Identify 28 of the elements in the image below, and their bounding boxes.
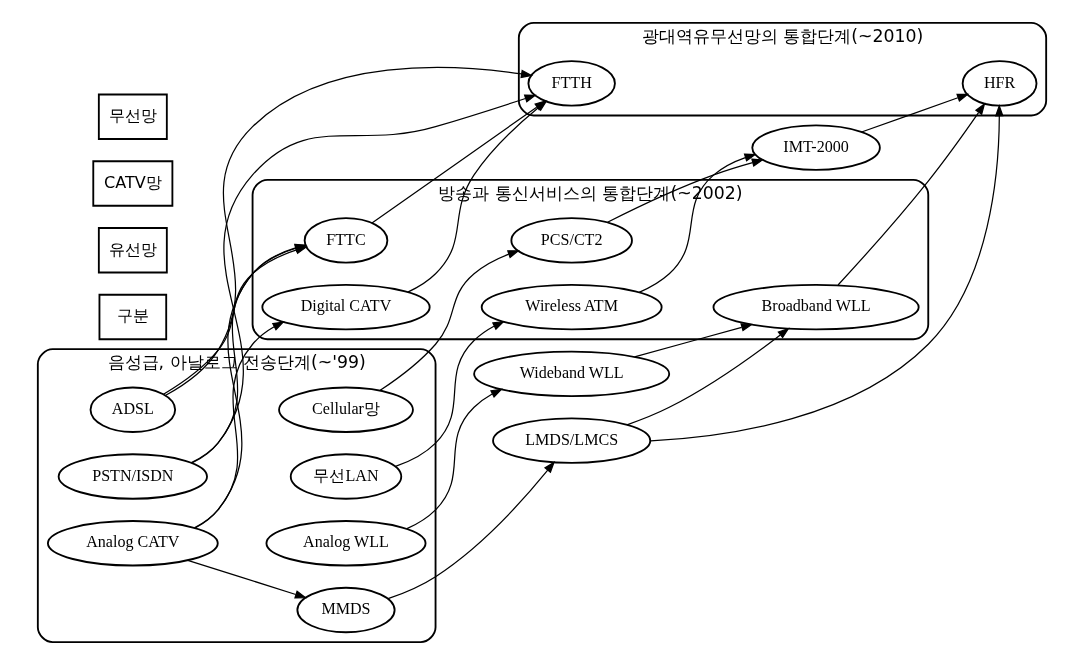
arrow bbox=[650, 104, 1004, 442]
arrow bbox=[164, 66, 534, 397]
node-box: 구분 bbox=[98, 293, 168, 341]
arrow bbox=[191, 94, 537, 464]
node-ellipse: Analog CATV bbox=[46, 520, 219, 567]
arrow bbox=[187, 559, 308, 599]
arrow bbox=[193, 321, 285, 529]
node-ellipse: HFR bbox=[961, 60, 1038, 107]
node-ellipse: Analog WLL bbox=[265, 520, 427, 567]
node-ellipse: FTTH bbox=[527, 60, 616, 107]
arrow bbox=[387, 460, 556, 600]
arrow bbox=[626, 327, 790, 426]
arrow bbox=[379, 250, 521, 391]
arrow bbox=[606, 158, 765, 223]
node-box: 유선망 bbox=[97, 227, 168, 274]
node-box: CATV망 bbox=[92, 160, 174, 207]
arrow bbox=[394, 320, 505, 468]
node-ellipse: 무선LAN bbox=[289, 453, 403, 500]
node-ellipse: LMDS/LMCS bbox=[492, 417, 652, 464]
node-ellipse: PSTN/ISDN bbox=[57, 453, 208, 500]
arrow bbox=[638, 153, 757, 293]
node-ellipse: PCS/CT2 bbox=[510, 217, 633, 264]
node-box: 무선망 bbox=[97, 93, 168, 140]
node-ellipse: ADSL bbox=[89, 386, 177, 433]
node-ellipse: FTTC bbox=[303, 217, 389, 264]
arrow bbox=[406, 388, 503, 530]
arrow bbox=[837, 102, 986, 286]
node-ellipse: Cellular망 bbox=[278, 386, 414, 433]
